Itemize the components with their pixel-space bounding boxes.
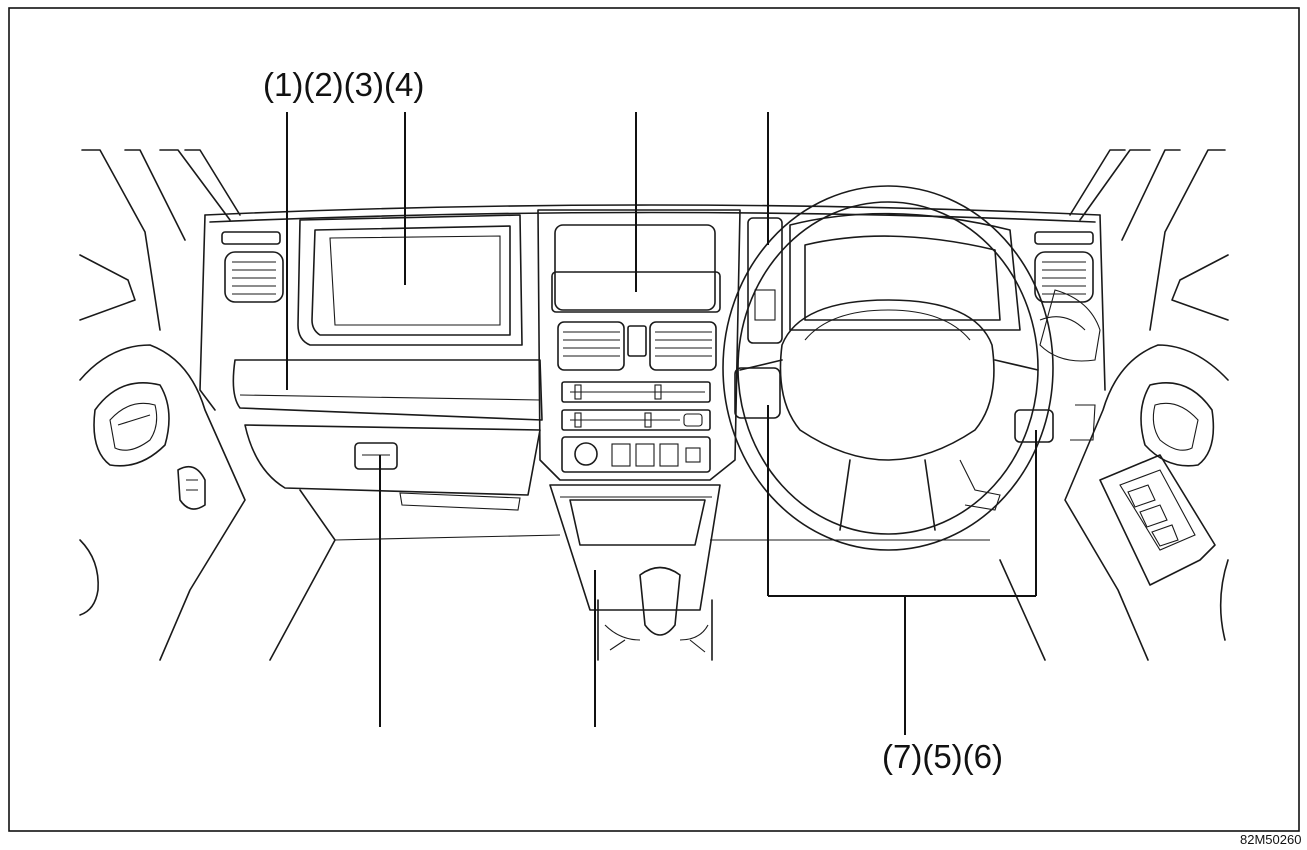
- left-side-vent: [221, 231, 284, 303]
- dash-shelf: [232, 359, 543, 421]
- right-pillar: [1069, 149, 1229, 331]
- leader-lines: [286, 112, 1037, 735]
- floor: [269, 489, 1046, 661]
- left-door-panel: [79, 344, 246, 661]
- dashboard-top: [199, 204, 1106, 411]
- instrument-cluster: [747, 212, 1021, 344]
- glove-box: [244, 424, 541, 511]
- steering-wheel: [722, 185, 1101, 551]
- center-stack: [537, 209, 741, 481]
- right-side-vent: [1034, 231, 1094, 303]
- upper-tray: [297, 214, 523, 346]
- callout-label-bottom-right: (7)(5)(6): [882, 738, 1003, 775]
- figure-frame: [8, 7, 1300, 832]
- left-pillar: [79, 149, 241, 331]
- lower-console: [549, 484, 721, 661]
- callout-label-top-left: (1)(2)(3)(4): [263, 66, 425, 103]
- figure-code: 82M50260: [1240, 832, 1302, 847]
- right-door-panel: [1064, 344, 1229, 661]
